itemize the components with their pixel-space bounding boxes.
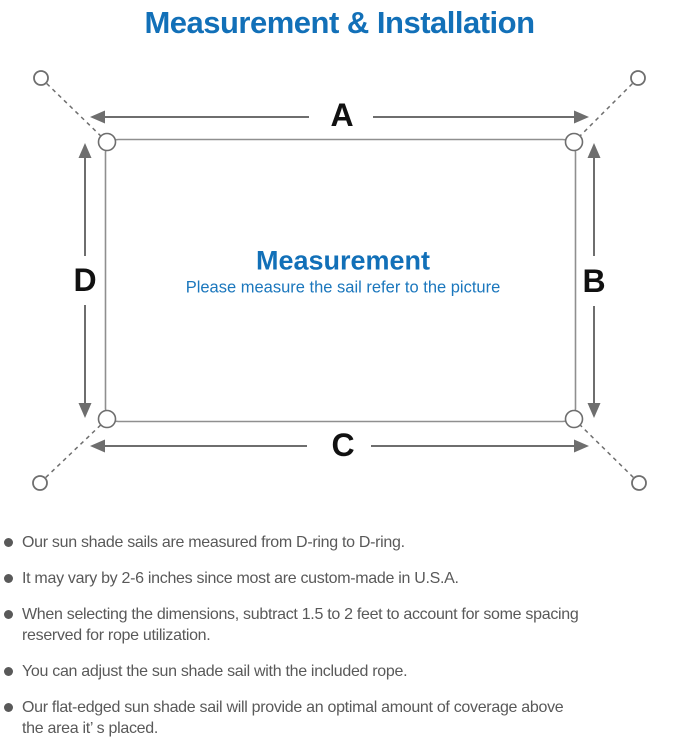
anchor-point-circle (630, 70, 646, 86)
diagram-caption: Please measure the sail refer to the pic… (185, 278, 501, 297)
d-ring (564, 132, 584, 152)
list-item: It may vary by 2-6 inches since most are… (4, 568, 669, 589)
bullet-icon (4, 610, 13, 619)
d-ring (97, 132, 117, 152)
note-text: You can adjust the sun shade sail with t… (22, 663, 408, 680)
note-text: Our sun shade sails are measured from D-… (22, 534, 405, 551)
rope-dashed-line (573, 418, 640, 484)
sail-outline (104, 138, 577, 423)
arrow-c (90, 439, 589, 453)
rope-dashed-line (573, 77, 639, 143)
rope-dashed-line (40, 77, 108, 143)
list-item: You can adjust the sun shade sail with t… (4, 661, 669, 682)
arrow-d (78, 143, 92, 418)
d-ring (564, 409, 584, 429)
anchor-point-circle (631, 475, 647, 491)
bullet-icon (4, 703, 13, 712)
d-ring (97, 409, 117, 429)
list-item: When selecting the dimensions, subtract … (4, 604, 669, 646)
bullet-icon (4, 538, 13, 547)
note-text: When selecting the dimensions, subtract … (22, 606, 579, 644)
arrow-a (90, 110, 589, 124)
dimension-label-a: A (330, 97, 354, 133)
list-item: Our sun shade sails are measured from D-… (4, 532, 669, 553)
note-text: It may vary by 2-6 inches since most are… (22, 570, 459, 587)
rope-dashed-line (39, 418, 108, 484)
rope-dashed-lines (39, 77, 640, 484)
anchor-point-circle (32, 475, 48, 491)
anchor-point-circle (33, 70, 49, 86)
arrow-b (587, 143, 601, 418)
diagram-heading: Measurement (255, 245, 431, 276)
notes-list: Our sun shade sails are measured from D-… (0, 532, 679, 739)
anchor-points (32, 70, 647, 491)
page-title: Measurement & Installation (144, 5, 535, 40)
note-text: Our flat-edged sun shade sail will provi… (22, 699, 564, 737)
dimension-label-b: B (582, 263, 606, 299)
d-rings (97, 132, 584, 429)
bullet-icon (4, 667, 13, 676)
dimension-label-d: D (73, 262, 97, 298)
dimension-label-c: C (331, 427, 355, 463)
bullet-icon (4, 574, 13, 583)
list-item: Our flat-edged sun shade sail will provi… (4, 697, 669, 739)
